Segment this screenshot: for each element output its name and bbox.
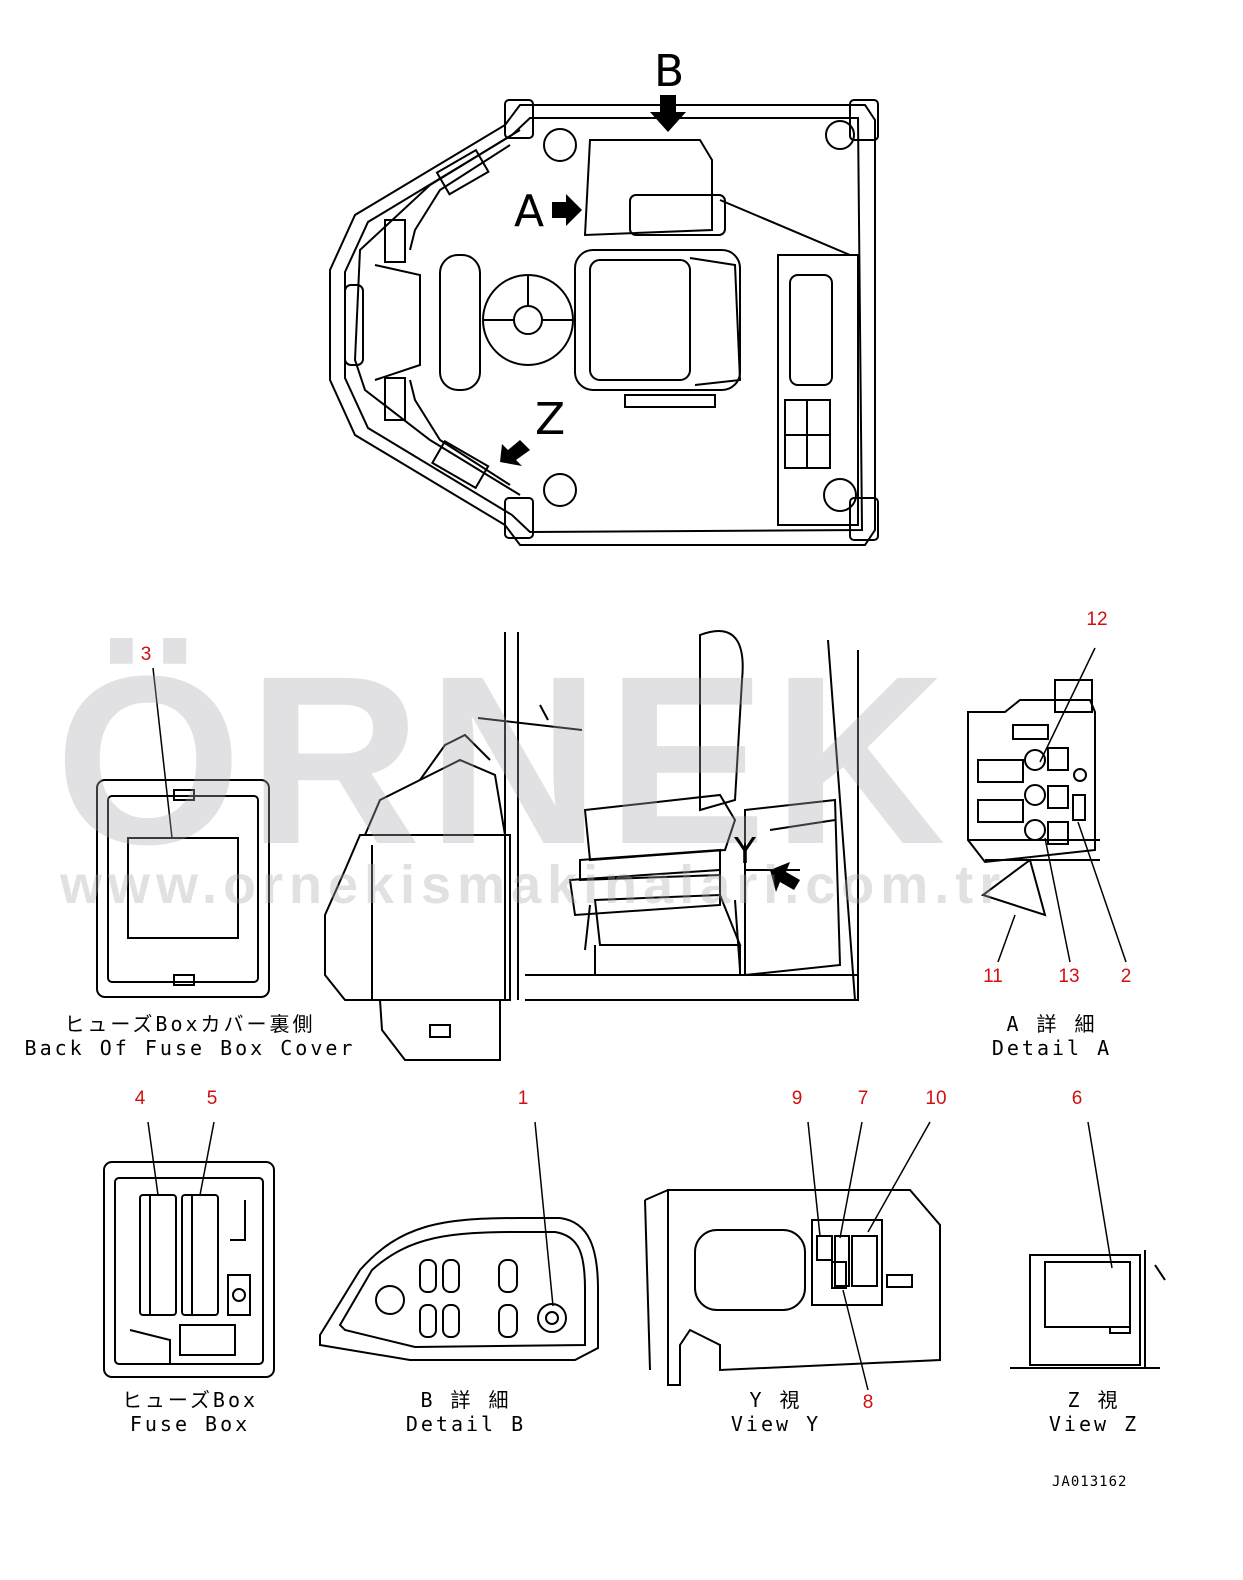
- view-letter-z: Z: [535, 394, 566, 445]
- callout-3: 3: [140, 644, 152, 665]
- leader-lines: [147, 647, 1127, 1391]
- view-letter-a: A: [514, 186, 545, 237]
- callout-2: 2: [1120, 966, 1132, 987]
- view-letter-b: B: [654, 46, 685, 97]
- cab-side-view: [324, 630, 859, 1061]
- callout-11: 11: [983, 966, 1003, 987]
- watermark-brand: ÖRNEK: [55, 626, 952, 894]
- caption-view-z-jp: Z 視: [1067, 1388, 1121, 1412]
- callout-7: 7: [857, 1088, 869, 1109]
- caption-detail-b-jp: B 詳 細: [420, 1388, 512, 1412]
- callout-9: 9: [791, 1088, 803, 1109]
- view-z-drawing: [1010, 1250, 1166, 1369]
- caption-fuse-box-en: Fuse Box: [129, 1412, 251, 1436]
- caption-view-y-jp: Y 視: [749, 1388, 803, 1412]
- fuse-box-cover-drawing: [96, 779, 270, 998]
- cab-top-view: [329, 99, 879, 546]
- caption-detail-b-en: Detail B: [405, 1412, 527, 1436]
- caption-view-z-en: View Z: [1048, 1412, 1140, 1436]
- callout-12: 12: [1086, 609, 1108, 630]
- view-letter-y: Y: [734, 831, 756, 872]
- view-y-drawing: [644, 1189, 941, 1386]
- callout-13: 13: [1058, 966, 1080, 987]
- caption-detail-a-en: Detail A: [991, 1036, 1113, 1060]
- caption-fuse-cover-en: Back Of Fuse Box Cover: [24, 1036, 356, 1060]
- detail-b-drawing: [319, 1217, 599, 1361]
- caption-detail-a-jp: A 詳 細: [1006, 1012, 1098, 1036]
- caption-fuse-box-jp: ヒューズBox: [121, 1388, 259, 1412]
- caption-view-y-en: View Y: [730, 1412, 822, 1436]
- callout-1: 1: [517, 1088, 529, 1109]
- callout-6: 6: [1071, 1088, 1083, 1109]
- fuse-box-drawing: [103, 1161, 275, 1378]
- drawing-code: JA013162: [1052, 1474, 1128, 1490]
- callout-5: 5: [206, 1088, 218, 1109]
- callout-4: 4: [134, 1088, 146, 1109]
- callout-10: 10: [925, 1088, 947, 1109]
- callout-8: 8: [862, 1392, 874, 1413]
- watermark-url: www.ornekismakinalari.com.tr: [60, 855, 1007, 915]
- caption-fuse-cover-jp: ヒューズBoxカバー裏側: [64, 1012, 316, 1036]
- view-arrows: [500, 95, 686, 466]
